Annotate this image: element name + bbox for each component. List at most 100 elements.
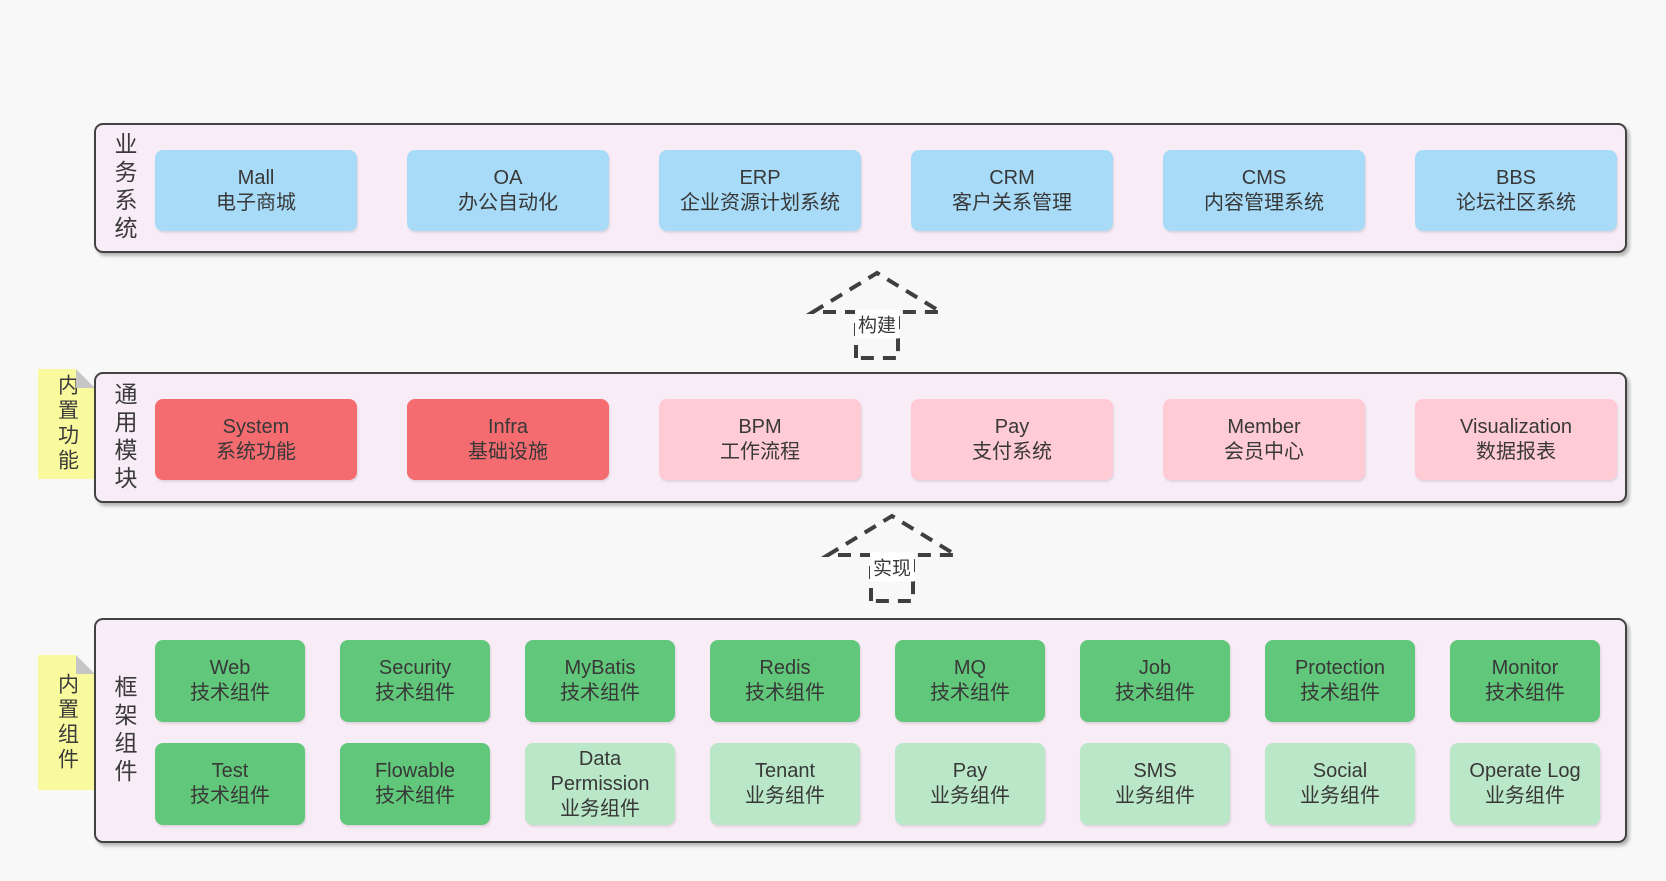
box-subtitle: 技术组件 [560, 682, 640, 704]
diagram-box: CMS 内容管理系统 [1163, 150, 1365, 231]
box-subtitle: 技术组件 [1115, 682, 1195, 704]
box-subtitle: 支付系统 [972, 440, 1052, 463]
box-name: Security [378, 657, 452, 679]
box-name: BBS [1495, 166, 1537, 189]
box-name: SMS [1133, 760, 1177, 782]
sticky-note-builtin-components: 内置组件 [38, 655, 95, 790]
diagram-box: Infra 基础设施 [407, 399, 609, 480]
diagram-box: Operate Log 业务组件 [1450, 743, 1600, 825]
diagram-box: Pay 业务组件 [895, 743, 1045, 825]
box-subtitle: 业务组件 [1485, 785, 1565, 807]
box-subtitle: 业务组件 [745, 785, 825, 807]
diagram-box: BPM 工作流程 [659, 399, 861, 480]
box-name: Flowable [374, 760, 456, 782]
diagram-box: Web 技术组件 [155, 640, 305, 722]
box-name: Web [209, 657, 251, 679]
box-name: Mall [237, 166, 275, 189]
arrow-implement: 实现 [820, 513, 964, 603]
diagram-box: Member 会员中心 [1163, 399, 1365, 480]
box-subtitle: 技术组件 [930, 682, 1010, 704]
box-subtitle: 业务组件 [1115, 785, 1195, 807]
diagram-box: Mall 电子商城 [155, 150, 357, 231]
box-name: Test [211, 760, 249, 782]
box-name: Visualization [1460, 415, 1572, 438]
arrow-up-icon [805, 270, 949, 360]
diagram-box: ERP 企业资源计划系统 [659, 150, 861, 231]
box-name: CRM [989, 166, 1035, 189]
folded-corner-icon [76, 655, 95, 674]
diagram-box: Tenant 业务组件 [710, 743, 860, 825]
folded-corner-icon [76, 369, 95, 388]
diagram-box: Data Permission 业务组件 [525, 743, 675, 825]
box-subtitle: 企业资源计划系统 [680, 191, 840, 214]
box-row: Web 技术组件 Security 技术组件 MyBatis 技术组件 Redi… [155, 640, 1600, 722]
box-name: Tenant [754, 760, 816, 782]
box-name: MyBatis [564, 657, 636, 679]
box-subtitle: 技术组件 [1300, 682, 1380, 704]
box-row: Mall 电子商城 OA 办公自动化 ERP 企业资源计划系统 CRM 客户关系… [155, 150, 1617, 231]
box-subtitle: 论坛社区系统 [1456, 191, 1576, 214]
diagram-box: Flowable 技术组件 [340, 743, 490, 825]
sticky-note-label: 内置组件 [55, 672, 79, 773]
diagram-box: Protection 技术组件 [1265, 640, 1415, 722]
diagram-box: System 系统功能 [155, 399, 357, 480]
diagram-box: MQ 技术组件 [895, 640, 1045, 722]
box-name: Social [1312, 760, 1368, 782]
box-name: Pay [994, 415, 1030, 438]
box-subtitle: 技术组件 [1485, 682, 1565, 704]
layer-common-modules: 通用模块 System 系统功能 Infra 基础设施 BPM 工作流程 [94, 372, 1627, 503]
box-subtitle: 系统功能 [216, 440, 296, 463]
box-name: Member [1227, 415, 1301, 438]
box-subtitle: 业务组件 [1300, 785, 1380, 807]
diagram-box: SMS 业务组件 [1080, 743, 1230, 825]
layer-label: 框架组件 [111, 674, 137, 787]
box-name: Protection [1294, 657, 1386, 679]
box-subtitle: 技术组件 [375, 682, 455, 704]
box-name: Monitor [1491, 657, 1559, 679]
diagram-box: MyBatis 技术组件 [525, 640, 675, 722]
box-subtitle: 基础设施 [468, 440, 548, 463]
diagram-box: Job 技术组件 [1080, 640, 1230, 722]
diagram-box: Redis 技术组件 [710, 640, 860, 722]
layer-label: 通用模块 [111, 381, 137, 494]
box-subtitle: 技术组件 [190, 785, 270, 807]
box-subtitle: 客户关系管理 [952, 191, 1072, 214]
arrow-up-icon [820, 513, 964, 603]
box-subtitle: 数据报表 [1476, 440, 1556, 463]
arrow-label: 构建 [854, 309, 900, 338]
box-name: OA [493, 166, 523, 189]
arrow-label: 实现 [869, 552, 915, 581]
layer-business-systems: 业务系统 Mall 电子商城 OA 办公自动化 ERP 企业资源计划系统 [94, 123, 1627, 253]
diagram-box: Security 技术组件 [340, 640, 490, 722]
box-subtitle: 业务组件 [560, 797, 640, 820]
box-name: Infra [487, 415, 529, 438]
box-name: BPM [738, 415, 782, 438]
sticky-note-builtin-features: 内置功能 [38, 369, 95, 479]
box-name: Redis [759, 657, 811, 679]
diagram-box: Pay 支付系统 [911, 399, 1113, 480]
box-row: Test 技术组件 Flowable 技术组件 Data Permission … [155, 743, 1600, 825]
sticky-note-label: 内置功能 [55, 374, 79, 474]
box-name: Job [1138, 657, 1172, 679]
box-subtitle: 工作流程 [720, 440, 800, 463]
box-name: Data Permission [550, 747, 650, 795]
box-name: MQ [953, 657, 987, 679]
diagram-box: BBS 论坛社区系统 [1415, 150, 1617, 231]
box-subtitle: 电子商城 [216, 191, 296, 214]
box-name: CMS [1241, 166, 1287, 189]
diagram-box: CRM 客户关系管理 [911, 150, 1113, 231]
layer-framework-components: 框架组件 Web 技术组件 Security 技术组件 MyBatis 技术组件 [94, 618, 1627, 843]
box-name: Operate Log [1469, 760, 1581, 782]
box-name: Pay [952, 760, 988, 782]
layer-label: 业务系统 [111, 132, 137, 244]
box-subtitle: 技术组件 [745, 682, 825, 704]
box-subtitle: 技术组件 [190, 682, 270, 704]
box-subtitle: 会员中心 [1224, 440, 1304, 463]
box-name: System [222, 415, 290, 438]
box-name: ERP [739, 166, 781, 189]
box-subtitle: 办公自动化 [458, 191, 558, 214]
diagram-box: Social 业务组件 [1265, 743, 1415, 825]
box-subtitle: 内容管理系统 [1204, 191, 1324, 214]
diagram-box: Test 技术组件 [155, 743, 305, 825]
